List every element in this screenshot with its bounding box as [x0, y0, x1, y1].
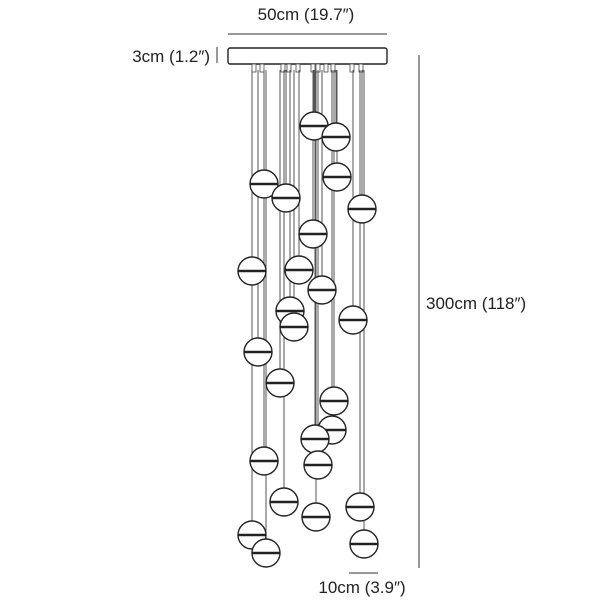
glass-globe	[319, 386, 349, 416]
total-height-dimension: 300cm (118″)	[418, 55, 526, 568]
glass-globe	[299, 111, 329, 141]
glass-globe	[322, 162, 352, 192]
total-height-label: 300cm (118″)	[426, 294, 526, 313]
canopy-height-label: 3cm (1.2″)	[132, 47, 210, 66]
glass-globe	[265, 368, 295, 398]
glass-globe	[338, 305, 368, 335]
glass-globe	[237, 256, 267, 286]
glass-globe	[269, 487, 299, 517]
wire-connector	[280, 63, 286, 73]
canopy-height-dimension: 3cm (1.2″)	[132, 47, 218, 66]
glass-globe	[321, 122, 351, 152]
glass-globe	[307, 275, 337, 305]
width-dimension: 50cm (19.7″)	[228, 5, 387, 35]
glass-globe	[301, 502, 331, 532]
ball-diameter-label: 10cm (3.9″)	[318, 578, 405, 597]
wire-connector	[259, 63, 265, 73]
wire-connector	[251, 63, 257, 73]
glass-globes	[237, 111, 379, 568]
glass-globe	[271, 183, 301, 213]
glass-globe	[284, 255, 314, 285]
wire-connector	[295, 63, 301, 73]
glass-globe	[249, 169, 279, 199]
glass-globe	[249, 446, 279, 476]
glass-globe	[300, 424, 330, 454]
wire-connector	[286, 63, 292, 73]
width-label: 50cm (19.7″)	[258, 5, 355, 24]
wire-connector	[323, 63, 329, 73]
ceiling-canopy	[227, 47, 388, 65]
ball-diameter-dimension: 10cm (3.9″)	[318, 572, 406, 597]
canopy-connectors	[251, 63, 364, 73]
glass-globe	[303, 450, 333, 480]
glass-globe	[347, 194, 377, 224]
wire-connector	[349, 63, 355, 73]
glass-globe	[251, 538, 281, 568]
glass-globe	[298, 219, 328, 249]
wire-connector	[330, 63, 336, 73]
glass-globe	[243, 337, 273, 367]
glass-globe	[349, 529, 379, 559]
wire-connector	[358, 63, 364, 73]
glass-globe	[279, 312, 309, 342]
glass-globe	[345, 492, 375, 522]
